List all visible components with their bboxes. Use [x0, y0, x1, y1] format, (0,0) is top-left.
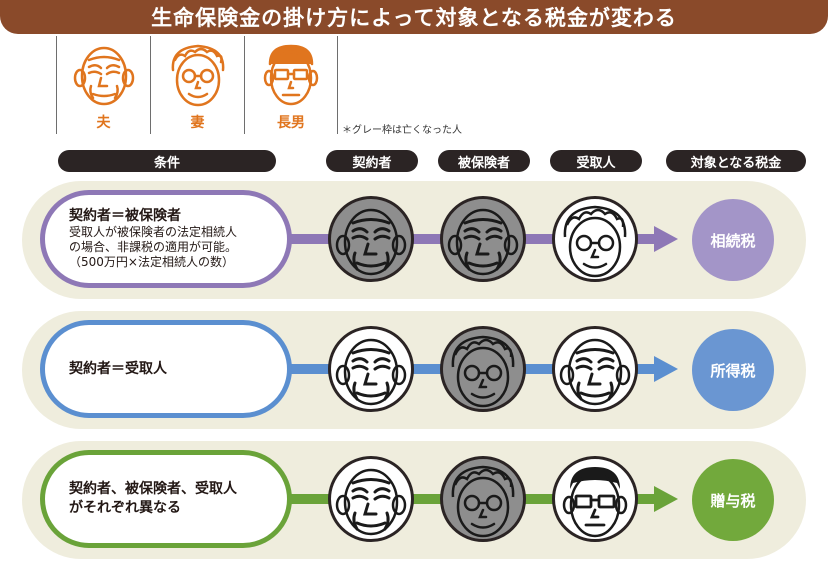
header-beneficiary: 受取人	[550, 150, 642, 172]
header-insured: 被保険者	[438, 150, 530, 172]
row-1-condition-detail-2: の場合、非課税の適用が可能。	[69, 240, 238, 254]
row-2-condition: 契約者＝受取人	[40, 320, 292, 418]
legend-note: ＊グレー枠は亡くなった人	[342, 125, 462, 136]
row-1-policyholder	[328, 196, 414, 282]
row-1-condition-detail-3: （500万円×法定相続人の数）	[69, 255, 234, 269]
person-label-wife: 妻	[190, 115, 205, 131]
wife-face-icon	[451, 465, 515, 538]
row-1-beneficiary	[552, 196, 638, 282]
row-2-insured	[440, 326, 526, 412]
person-husband: 夫	[56, 36, 150, 134]
husband-face-icon	[335, 338, 407, 406]
row-3-policyholder	[328, 456, 414, 542]
header-policyholder: 契約者	[326, 150, 418, 172]
husband-face-icon	[335, 468, 407, 536]
title-banner: 生命保険金の掛け方によって対象となる税金が変わる	[0, 0, 828, 34]
husband-face-icon	[559, 338, 631, 406]
husband-face-icon	[335, 208, 407, 276]
row-3-arrow-icon	[654, 486, 678, 512]
person-son: 長男	[244, 36, 338, 134]
row-3-condition-line-1: 契約者、被保険者、受取人	[69, 481, 237, 497]
row-3-beneficiary	[552, 456, 638, 542]
row-3-condition: 契約者、被保険者、受取人 がそれぞれ異なる	[40, 450, 292, 548]
row-2-arrow-icon	[654, 356, 678, 382]
row-1-tax: 相続税	[692, 199, 774, 281]
header-condition: 条件	[58, 150, 276, 172]
row-1-condition: 契約者＝被保険者 受取人が被保険者の法定相続人 の場合、非課税の適用が可能。 （…	[40, 190, 292, 288]
person-label-husband: 夫	[96, 115, 111, 131]
row-1-arrow-icon	[654, 226, 678, 252]
son-face-icon	[562, 465, 628, 538]
row-2-policyholder	[328, 326, 414, 412]
row-1-insured	[440, 196, 526, 282]
row-3-insured	[440, 456, 526, 542]
wife-face-icon	[451, 335, 515, 408]
person-wife: 妻	[150, 36, 244, 134]
row-2-beneficiary	[552, 326, 638, 412]
wife-face-icon	[171, 44, 224, 107]
header-tax: 対象となる税金	[666, 150, 806, 172]
son-face-icon	[263, 44, 319, 106]
row-3-tax: 贈与税	[692, 459, 774, 541]
wife-face-icon	[563, 205, 627, 278]
person-label-son: 長男	[277, 115, 305, 131]
row-1-condition-detail-1: 受取人が被保険者の法定相続人	[69, 225, 238, 239]
husband-face-icon	[447, 208, 519, 276]
page-title: 生命保険金の掛け方によって対象となる税金が変わる	[151, 6, 677, 30]
husband-face-icon	[73, 46, 134, 106]
row-3-condition-line-2: がそれぞれ異なる	[69, 500, 181, 516]
row-1-condition-title: 契約者＝被保険者	[69, 208, 181, 224]
row-2-condition-title: 契約者＝受取人	[69, 360, 167, 377]
person-legend: 夫 妻	[56, 36, 338, 134]
row-2-tax: 所得税	[692, 329, 774, 411]
